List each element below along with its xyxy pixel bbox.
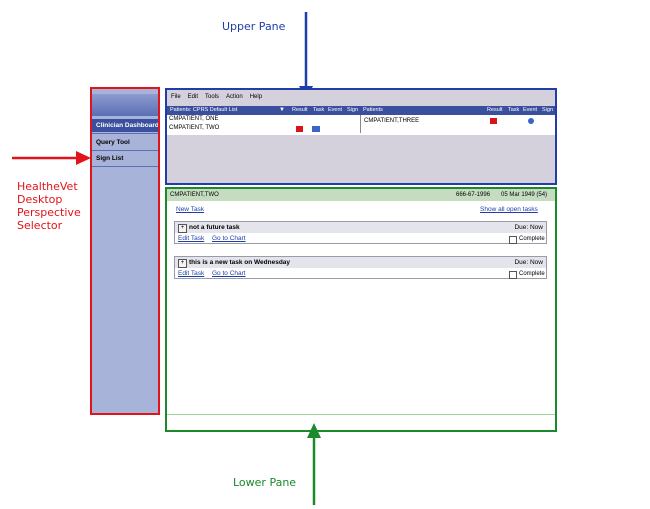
task-title: this is a new task on Wednesday [189, 259, 291, 266]
task-header: + this is a new task on Wednesday Due: N… [175, 257, 546, 268]
edit-task-link[interactable]: Edit Task [178, 270, 205, 277]
task-card: + not a future task Due: Now Edit Task G… [174, 221, 547, 244]
selector-highlight-box [90, 87, 160, 415]
new-task-link[interactable]: New Task [176, 206, 205, 213]
task-title: not a future task [189, 224, 240, 231]
expand-icon[interactable]: + [178, 259, 187, 268]
edit-task-link[interactable]: Edit Task [178, 235, 205, 242]
chevron-down-icon[interactable]: ▼ [279, 107, 285, 113]
task-actions: Edit Task Go to Chart Complete [175, 268, 546, 279]
col-sign: Sign [347, 107, 359, 113]
upper-pane [167, 90, 555, 183]
upper-pane-highlight-box [165, 88, 557, 185]
menu-tools[interactable]: Tools [205, 94, 220, 100]
task-due: Due: Now [514, 224, 543, 231]
patient-row[interactable]: CMPATIENT, ONE [169, 116, 219, 122]
show-all-tasks-link[interactable]: Show all open tasks [480, 206, 538, 213]
task-card: + this is a new task on Wednesday Due: N… [174, 256, 547, 279]
task-due: Due: Now [514, 259, 543, 266]
event-dot-icon[interactable] [528, 118, 534, 124]
col-result-right: Result [487, 107, 503, 113]
menu-bar: File Edit Tools Action Help [167, 94, 555, 104]
selector-callout-line: Perspective [17, 206, 81, 219]
complete-checkbox[interactable] [509, 271, 517, 279]
complete-label: Complete [519, 271, 545, 277]
patient-list [167, 115, 555, 135]
patient-ssn: 666-67-1996 [456, 192, 491, 198]
selector-arrow [12, 151, 91, 165]
menu-help[interactable]: Help [249, 94, 263, 100]
perspective-query-tool[interactable]: Query Tool [96, 139, 130, 146]
selector-callout-line: Desktop [17, 193, 63, 206]
patient-row-selected[interactable]: CMPATIENT, TWO [169, 125, 220, 131]
patient-banner: CMPATIENT,TWO 666-67-1996 05 Mar 1949 (5… [167, 189, 555, 201]
perspective-selector [92, 89, 159, 415]
result-flag-icon[interactable] [296, 126, 303, 132]
selector-callout-line: HealtheVet [17, 180, 78, 193]
result-flag-icon[interactable] [490, 118, 497, 124]
col-result: Result [292, 107, 308, 113]
lower-pane-footer-line [167, 414, 555, 415]
go-to-chart-link[interactable]: Go to Chart [212, 270, 246, 277]
task-actions: Edit Task Go to Chart Complete [175, 233, 546, 244]
perspective-sign-list[interactable]: Sign List [96, 155, 124, 162]
col-event: Event [328, 107, 343, 113]
menu-file[interactable]: File [171, 94, 181, 100]
lower-arrow [307, 423, 321, 505]
col-task-right: Task [508, 107, 520, 113]
col-task: Task [313, 107, 325, 113]
expand-icon[interactable]: + [178, 224, 187, 233]
selector-callout: HealtheVet Desktop Perspective Selector [17, 180, 81, 232]
go-to-chart-link[interactable]: Go to Chart [212, 235, 246, 242]
menu-action[interactable]: Action [226, 94, 243, 100]
patient-list-header: Patients: CPRS Default List ▼ Result Tas… [167, 106, 555, 115]
perspective-selector-header [92, 94, 159, 116]
patient-dob: 05 Mar 1949 (54) [501, 192, 548, 198]
selector-callout-line: Selector [17, 219, 63, 232]
upper-pane-callout: Upper Pane [222, 20, 286, 33]
sidebar-divider [92, 150, 159, 151]
complete-label: Complete [519, 236, 545, 242]
task-header: + not a future task Due: Now [175, 222, 546, 233]
patient-name: CMPATIENT,TWO [170, 192, 219, 198]
patients-label: Patients [363, 107, 383, 113]
perspective-clinician-dashboard[interactable]: Clinician Dashboard [92, 119, 159, 132]
patient-row[interactable]: CMPATIENT,THREE [364, 118, 420, 124]
list-divider [360, 115, 361, 133]
sidebar-divider [92, 166, 159, 167]
col-sign-right: Sign [542, 107, 554, 113]
patient-list-selector[interactable]: Patients: CPRS Default List [170, 107, 238, 113]
menu-edit[interactable]: Edit [187, 94, 199, 100]
lower-pane-highlight-box [165, 187, 557, 432]
lower-pane-callout: Lower Pane [233, 476, 297, 489]
sidebar-divider [92, 133, 159, 134]
upper-arrow [299, 12, 313, 100]
task-flag-icon[interactable] [312, 126, 320, 132]
complete-checkbox[interactable] [509, 236, 517, 244]
col-event-right: Event [523, 107, 538, 113]
